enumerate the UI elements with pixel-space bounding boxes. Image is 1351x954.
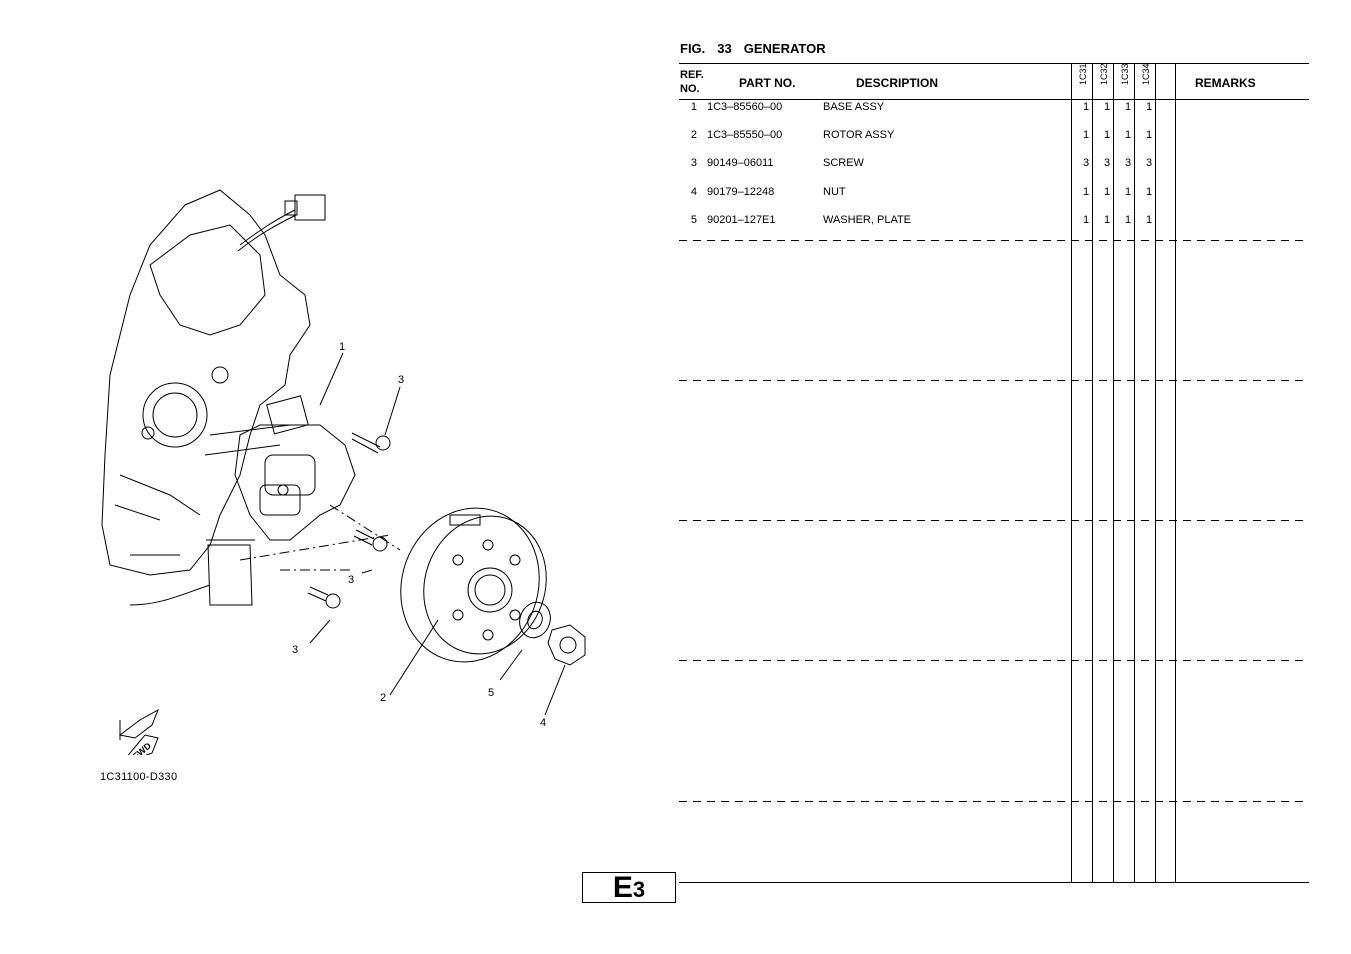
qty-cell: 1 — [1103, 101, 1111, 113]
section-divider — [679, 240, 1309, 241]
section-divider — [679, 380, 1309, 381]
qty-cell: 1 — [1124, 101, 1132, 113]
table-row: 3 90149–06011 SCREW 3 3 3 3 — [679, 157, 1309, 177]
page-badge: E3 — [582, 872, 676, 903]
qty-cell: 1 — [1124, 214, 1132, 226]
header-ref-no: REF. NO. — [680, 69, 704, 95]
qty-cell: 1 — [1145, 101, 1153, 113]
header-description: DESCRIPTION — [856, 76, 939, 90]
callout-3b: 3 — [348, 574, 354, 586]
qty-cell: 1 — [1124, 186, 1132, 198]
figure-title: FIG. 33 GENERATOR — [680, 41, 838, 56]
qty-cell: 1 — [1082, 186, 1090, 198]
qty-cell: 1 — [1082, 129, 1090, 141]
header-part-no: PART NO. — [739, 76, 796, 90]
table-row: 5 90201–127E1 WASHER, PLATE 1 1 1 1 — [679, 214, 1309, 234]
qty-cell: 3 — [1082, 157, 1090, 169]
qty-cell: 1 — [1145, 186, 1153, 198]
qty-cell: 1 — [1145, 214, 1153, 226]
part-cell: 90201–127E1 — [707, 214, 776, 226]
desc-cell: BASE ASSY — [823, 101, 885, 113]
model-col-4: 1C34 — [1141, 63, 1151, 85]
callout-4: 4 — [540, 717, 546, 729]
exploded-diagram: 1 3 3 3 2 5 4 FWD — [90, 175, 590, 767]
part-cell: 1C3–85560–00 — [707, 101, 783, 113]
part-cell: 90179–12248 — [707, 186, 775, 198]
parts-table: REF. NO. PART NO. DESCRIPTION REMARKS 1C… — [679, 63, 1309, 883]
section-divider — [679, 520, 1309, 521]
desc-cell: WASHER, PLATE — [823, 214, 912, 226]
desc-cell: NUT — [823, 186, 846, 198]
qty-cell: 1 — [1103, 129, 1111, 141]
desc-cell: SCREW — [823, 157, 864, 169]
table-row: 1 1C3–85560–00 BASE ASSY 1 1 1 1 — [679, 101, 1309, 121]
fig-name: GENERATOR — [743, 41, 826, 56]
qty-cell: 1 — [1082, 214, 1090, 226]
model-col-1: 1C31 — [1078, 63, 1088, 85]
ref-cell: 5 — [690, 214, 697, 226]
model-col-2: 1C32 — [1099, 63, 1109, 85]
qty-cell: 3 — [1145, 157, 1153, 169]
qty-cell: 1 — [1103, 214, 1111, 226]
qty-cell: 3 — [1103, 157, 1111, 169]
page-badge-letter: E — [612, 871, 633, 904]
section-divider — [679, 660, 1309, 661]
qty-cell: 1 — [1145, 129, 1153, 141]
qty-cell: 3 — [1124, 157, 1132, 169]
table-row: 2 1C3–85550–00 ROTOR ASSY 1 1 1 1 — [679, 129, 1309, 149]
qty-cell: 1 — [1082, 101, 1090, 113]
ref-cell: 2 — [690, 129, 697, 141]
fwd-arrow-icon: FWD — [118, 734, 159, 767]
callout-1: 1 — [339, 341, 345, 353]
callout-2: 2 — [380, 692, 386, 704]
ref-cell: 3 — [690, 157, 697, 169]
qty-cell: 1 — [1124, 129, 1132, 141]
fig-number: 33 — [717, 41, 732, 56]
ref-cell: 4 — [690, 186, 697, 198]
callout-3a: 3 — [398, 374, 404, 386]
table-row: 4 90179–12248 NUT 1 1 1 1 — [679, 186, 1309, 206]
generator-diagram: 1 3 3 3 2 5 4 FWD — [101, 189, 586, 767]
part-cell: 1C3–85550–00 — [707, 129, 783, 141]
part-cell: 90149–06011 — [707, 157, 774, 169]
desc-cell: ROTOR ASSY — [823, 129, 895, 141]
ref-cell: 1 — [690, 101, 697, 113]
callout-3c: 3 — [292, 644, 298, 656]
diagram-code: 1C31100-D330 — [100, 771, 178, 783]
section-divider — [679, 801, 1309, 802]
qty-cell: 1 — [1103, 186, 1111, 198]
model-col-3: 1C33 — [1120, 63, 1130, 85]
fig-label: FIG. — [680, 41, 706, 56]
callout-5: 5 — [488, 687, 494, 699]
page-badge-number: 3 — [632, 877, 646, 902]
header-remarks: REMARKS — [1195, 76, 1256, 90]
